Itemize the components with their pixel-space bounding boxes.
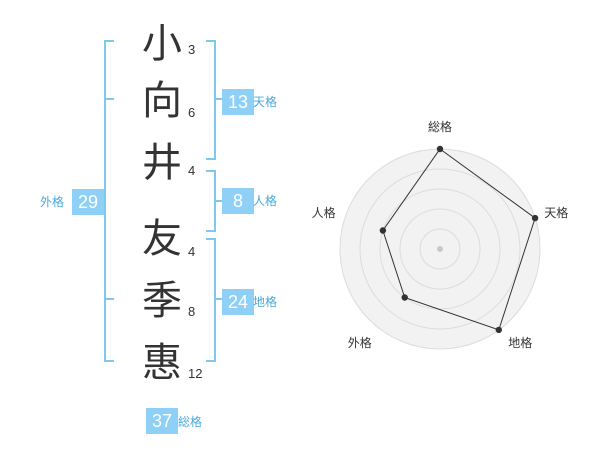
jinkaku-label: 人格 bbox=[253, 194, 278, 208]
gaikaku-badge: 29 bbox=[72, 189, 104, 215]
radar-axis-label: 天格 bbox=[544, 205, 568, 220]
chikaku-badge: 24 bbox=[222, 289, 254, 315]
radar-axis-label: 総格 bbox=[428, 119, 452, 134]
radar-point-4 bbox=[401, 294, 408, 301]
stroke-count-1: 3 bbox=[188, 42, 196, 57]
chikaku-label: 地格 bbox=[253, 295, 278, 309]
name-char-6: 惠 bbox=[142, 340, 182, 386]
radar-point-3 bbox=[495, 326, 502, 334]
radar-axis-label: 人格 bbox=[312, 205, 336, 220]
bracket-tick bbox=[104, 98, 114, 100]
name-char-1: 小 bbox=[142, 21, 182, 67]
stroke-count-6: 12 bbox=[188, 366, 203, 381]
radar-point-2 bbox=[531, 214, 539, 222]
gaikaku-label: 外格 bbox=[40, 195, 65, 209]
radar-point-5 bbox=[379, 227, 387, 234]
radar-grid-ring bbox=[379, 188, 501, 310]
name-char-2: 向 bbox=[142, 78, 182, 124]
radar-center-dot bbox=[437, 246, 443, 252]
radar-axis-label: 地格 bbox=[508, 335, 532, 350]
stroke-count-3: 4 bbox=[188, 163, 196, 178]
name-char-3: 井 bbox=[142, 140, 182, 186]
radar-data-polygon bbox=[382, 148, 536, 331]
stroke-count-5: 8 bbox=[188, 304, 196, 319]
tenkaku-label: 天格 bbox=[253, 95, 278, 109]
tenkaku-badge: 13 bbox=[222, 89, 254, 115]
radar-point-1 bbox=[436, 145, 444, 153]
bracket-connector bbox=[214, 200, 222, 202]
radar-grid-ring bbox=[399, 208, 481, 290]
stroke-count-2: 6 bbox=[188, 105, 196, 120]
radar-grid-ring bbox=[359, 168, 521, 330]
soukaku-label: 総格 bbox=[178, 415, 203, 429]
radar-grid-ring bbox=[419, 228, 461, 270]
bracket-connector bbox=[214, 298, 222, 300]
radar-axis-label: 外格 bbox=[348, 335, 372, 350]
name-char-5: 季 bbox=[142, 278, 182, 324]
bracket-connector bbox=[214, 98, 222, 100]
name-char-4: 友 bbox=[142, 216, 182, 262]
chikaku-bracket bbox=[206, 238, 216, 362]
jinkaku-badge: 8 bbox=[222, 188, 254, 214]
soukaku-badge: 37 bbox=[146, 408, 178, 434]
gaikaku-bracket bbox=[104, 40, 114, 362]
tenkaku-bracket bbox=[206, 40, 216, 160]
bracket-tick bbox=[104, 298, 114, 300]
stroke-count-4: 4 bbox=[188, 244, 196, 259]
